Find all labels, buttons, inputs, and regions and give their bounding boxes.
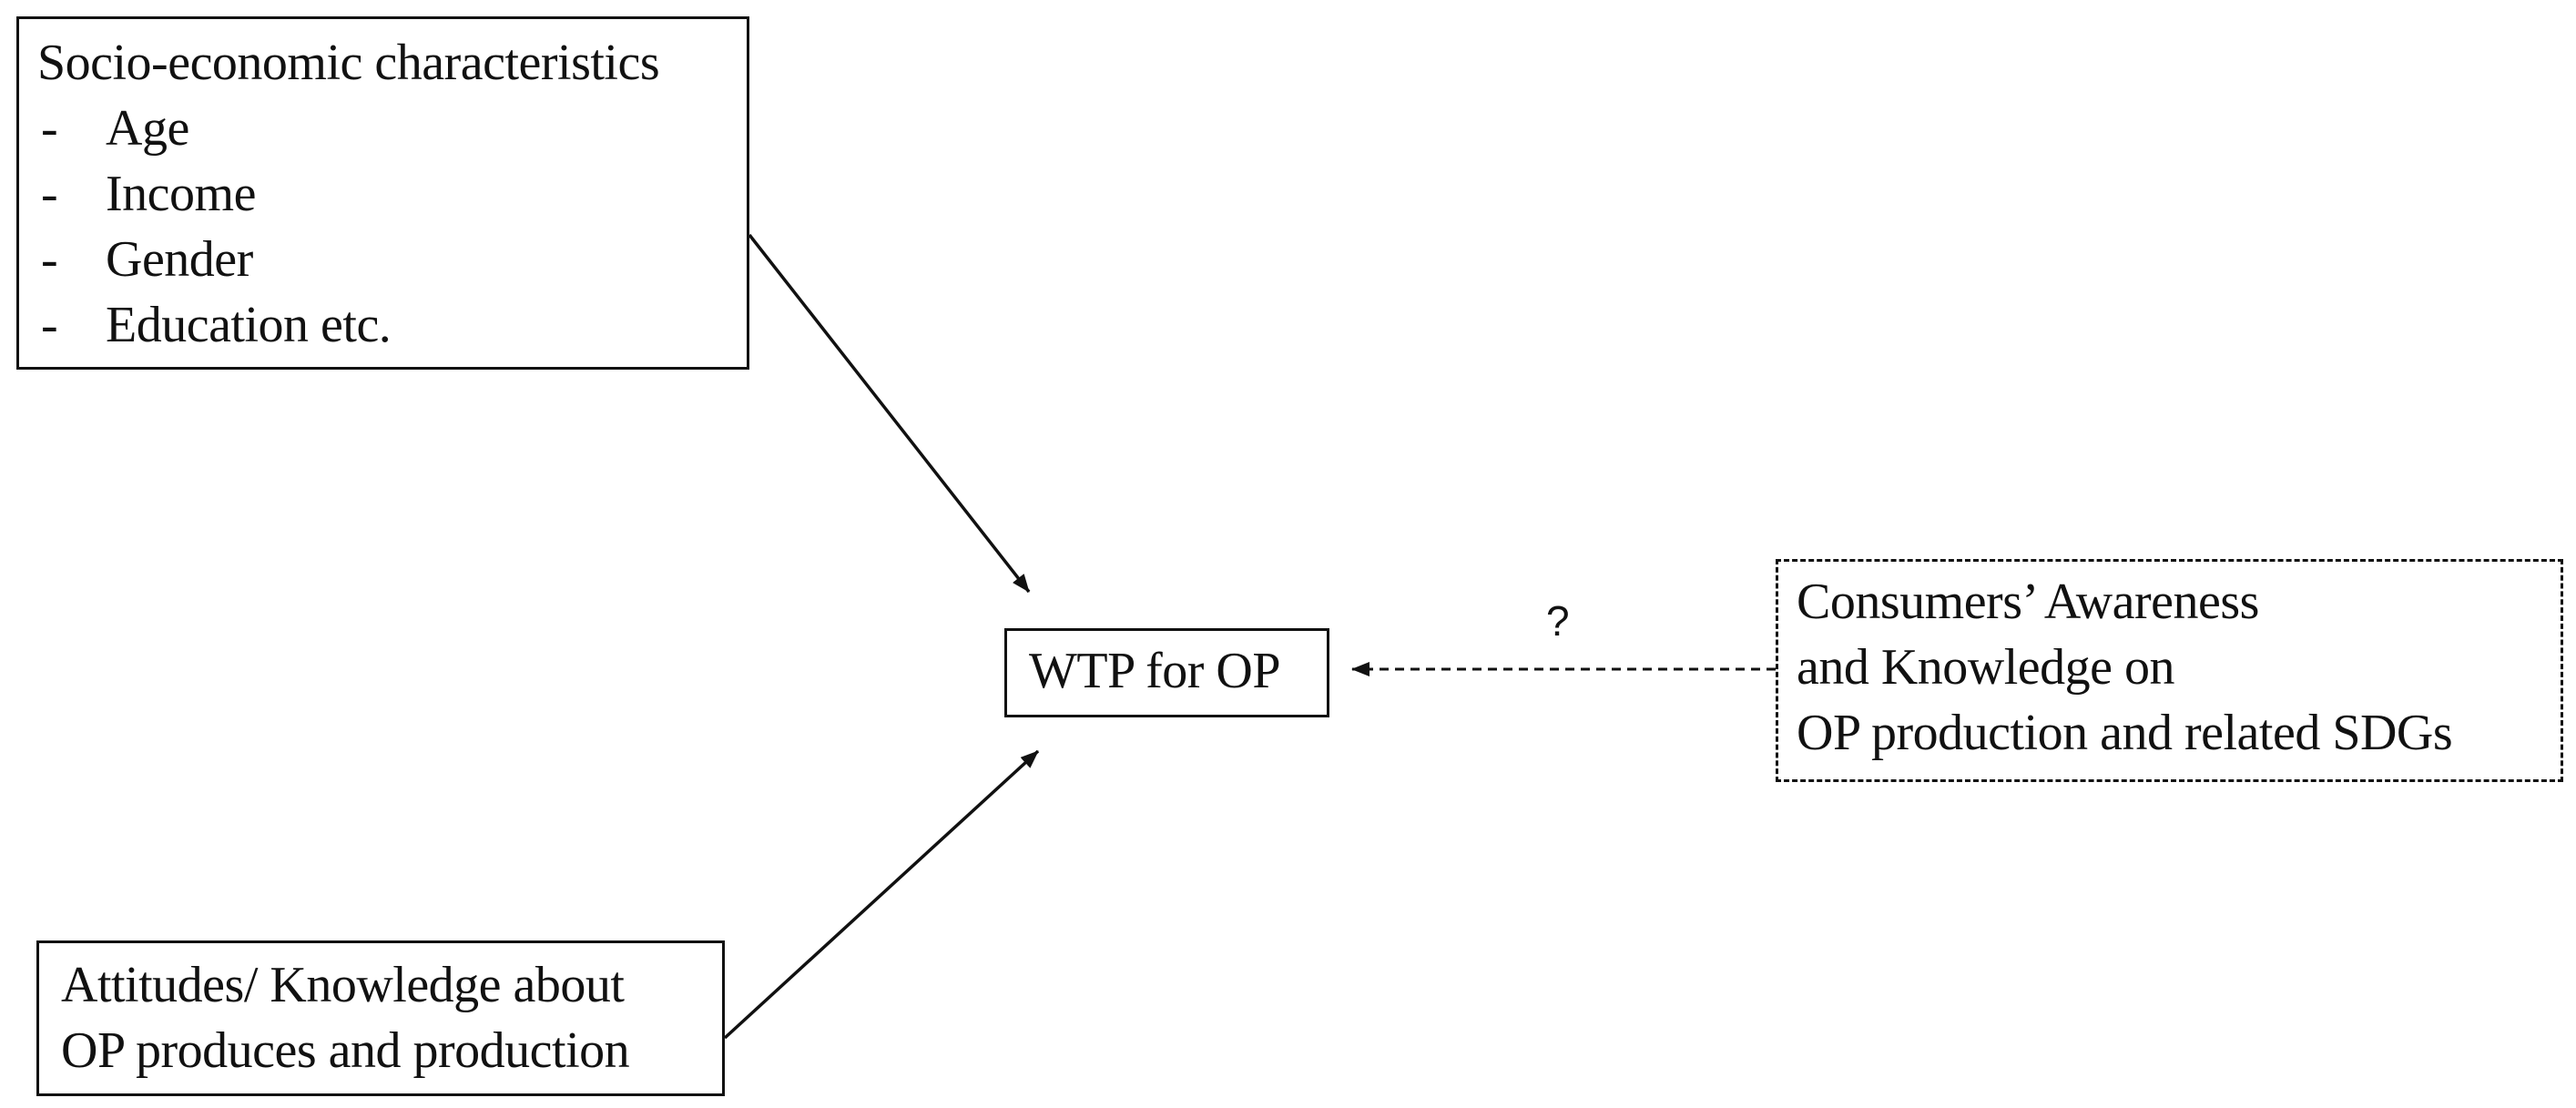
consumer-line-2: and Knowledge on	[1797, 639, 2175, 696]
consumer-awareness-box: Consumers’ Awareness and Knowledge on OP…	[1776, 559, 2563, 782]
list-item: - Education etc.	[37, 292, 747, 358]
list-item-income: Income	[106, 166, 256, 222]
list-item: - Age	[37, 96, 747, 161]
attitudes-line-1: Attitudes/ Knowledge about	[61, 957, 625, 1013]
socio-economic-box: Socio-economic characteristics - Age - I…	[16, 16, 749, 370]
list-bullet: -	[41, 297, 58, 353]
socio-economic-title: Socio-economic characteristics	[37, 35, 660, 91]
list-bullet: -	[41, 100, 58, 157]
list-item-gender: Gender	[106, 231, 253, 288]
arrow-socio-to-wtp	[748, 233, 1031, 594]
list-bullet: -	[41, 231, 58, 288]
attitudes-line-2: OP produces and production	[61, 1022, 630, 1079]
list-item-age: Age	[106, 100, 189, 157]
list-item-education: Education etc.	[106, 297, 392, 353]
question-mark-label: ?	[1546, 597, 1570, 645]
consumer-line-3: OP production and related SDGs	[1797, 705, 2453, 761]
attitudes-box: Attitudes/ Knowledge about OP produces a…	[36, 940, 725, 1096]
list-bullet: -	[41, 166, 58, 222]
list-item: - Gender	[37, 227, 747, 292]
wtp-box: WTP for OP	[1004, 628, 1329, 717]
consumer-line-1: Consumers’ Awareness	[1797, 574, 2259, 630]
list-item: - Income	[37, 161, 747, 227]
arrow-attitudes-to-wtp	[723, 749, 1040, 1040]
wtp-label: WTP for OP	[1029, 643, 1281, 699]
